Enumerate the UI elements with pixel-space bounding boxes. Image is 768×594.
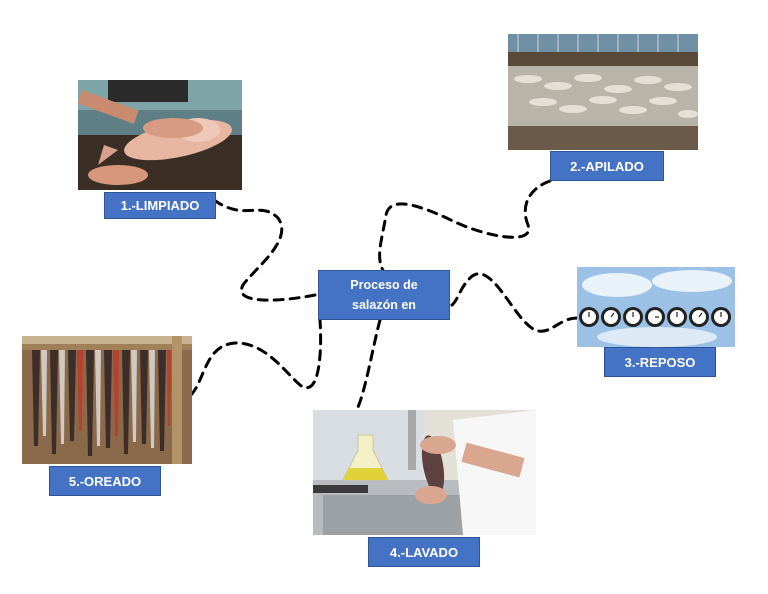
step-label-reposo: 3.-REPOSO (604, 347, 716, 377)
center-title-line2: salazón en (352, 298, 416, 312)
step-label-limpiado: 1.-LIMPIADO (104, 192, 216, 219)
step-label-apilado: 2.-APILADO (550, 151, 664, 181)
stacked-salted-fish-photo (508, 34, 698, 150)
step-label-oreado: 5.-OREADO (49, 466, 161, 496)
hands-cleaning-fish-photo (78, 80, 242, 190)
row-of-alarm-clocks-photo (577, 267, 735, 347)
connector-reposo (450, 272, 579, 333)
center-title-line1: Proceso de (350, 278, 418, 292)
center-process-box: Proceso de salazón en (318, 270, 450, 320)
step-label-lavado: 4.-LAVADO (368, 537, 480, 567)
connector-oreado (189, 318, 323, 397)
connector-lavado (354, 318, 382, 414)
fish-hanging-to-dry-photo (22, 336, 192, 464)
connector-apilado (378, 179, 552, 274)
washing-fish-in-sink-photo (313, 410, 536, 535)
connector-limpiado (212, 198, 322, 302)
